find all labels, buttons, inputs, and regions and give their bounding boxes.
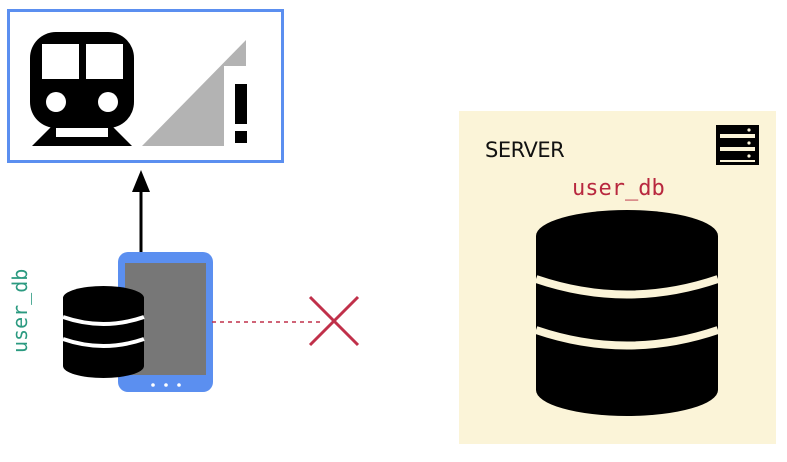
sync-arrow <box>132 170 150 256</box>
server-db-label: user_db <box>572 176 665 201</box>
local-database-icon <box>62 286 145 378</box>
disconnect-link <box>212 295 360 347</box>
local-db-label: user_db <box>8 268 32 353</box>
server-rack-icon <box>716 125 759 165</box>
server-database-icon <box>534 210 720 416</box>
train-icon <box>30 32 134 146</box>
no-signal-icon <box>142 40 254 148</box>
disconnect-x-icon <box>308 295 360 347</box>
server-label: SERVER <box>485 138 565 162</box>
